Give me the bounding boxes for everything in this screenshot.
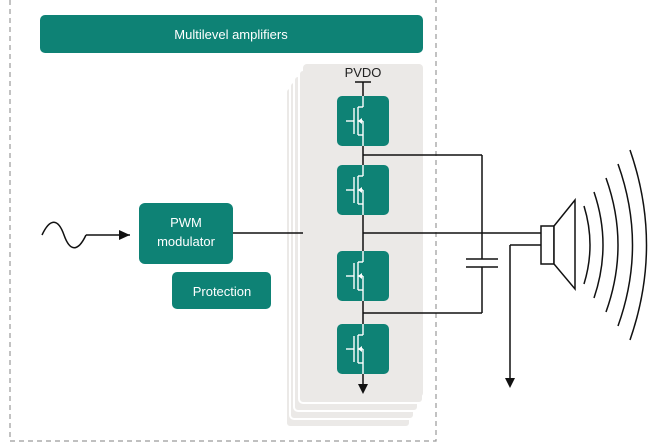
sine-wave-source-icon	[41, 221, 130, 249]
transistor-icon	[337, 251, 389, 301]
pwm-label-line2: modulator	[157, 234, 215, 249]
pwm-modulator-block: PWM modulator	[139, 203, 233, 264]
dashed-frame	[9, 0, 437, 442]
capacitor-icon	[466, 258, 498, 268]
transistor-icon	[337, 165, 389, 215]
title-bar: Multilevel amplifiers	[40, 15, 423, 53]
speaker-icon	[540, 197, 576, 292]
pwm-label-line1: PWM	[170, 215, 202, 230]
sound-wave-icon	[583, 149, 648, 341]
flying-capacitor-network	[363, 154, 498, 314]
input-arrow-icon	[119, 230, 130, 240]
transistor-stack	[337, 96, 389, 374]
title-text: Multilevel amplifiers	[174, 27, 288, 42]
ground-arrow-icon	[358, 384, 368, 394]
protection-label: Protection	[193, 284, 252, 299]
supply-label: PVDO	[345, 65, 382, 80]
transistor-icon	[337, 324, 389, 374]
protection-block: Protection	[172, 272, 271, 309]
return-ground-arrow-icon	[505, 378, 515, 388]
transistor-icon	[337, 96, 389, 146]
